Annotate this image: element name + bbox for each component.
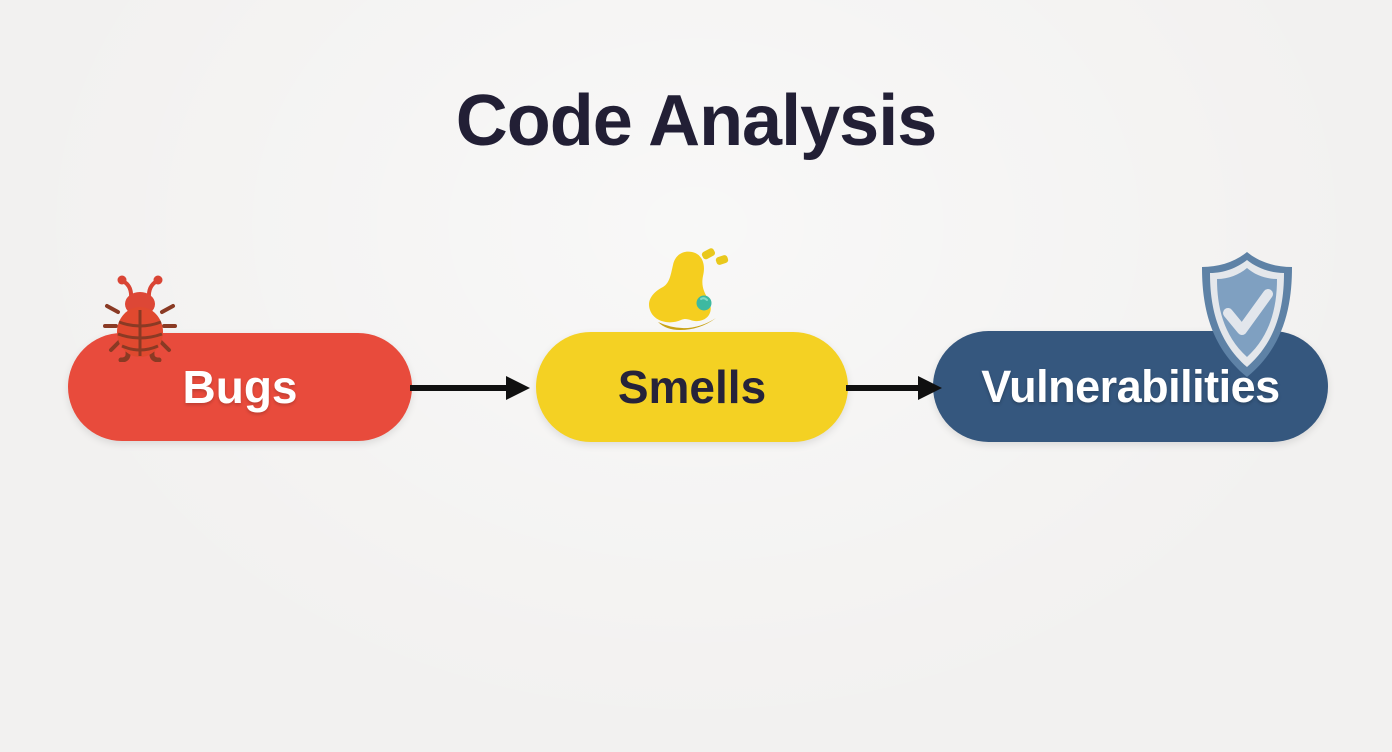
shield-check-icon: [1202, 252, 1292, 377]
arrow-bugs-to-smells: [410, 376, 530, 400]
bug-icon: [103, 275, 177, 362]
arrow-smells-to-vulnerabilities: [846, 376, 942, 400]
node-vulnerabilities: Vulnerabilities: [933, 331, 1328, 442]
node-bugs-label: Bugs: [182, 361, 298, 413]
node-smells: Smells: [536, 332, 848, 442]
node-smells-label: Smells: [617, 361, 767, 413]
nose-smell-icon: [649, 248, 729, 330]
node-bugs: Bugs: [68, 333, 412, 441]
node-vulnerabilities-label: Vulnerabilities: [981, 360, 1280, 412]
page-title: Code Analysis: [455, 81, 938, 161]
